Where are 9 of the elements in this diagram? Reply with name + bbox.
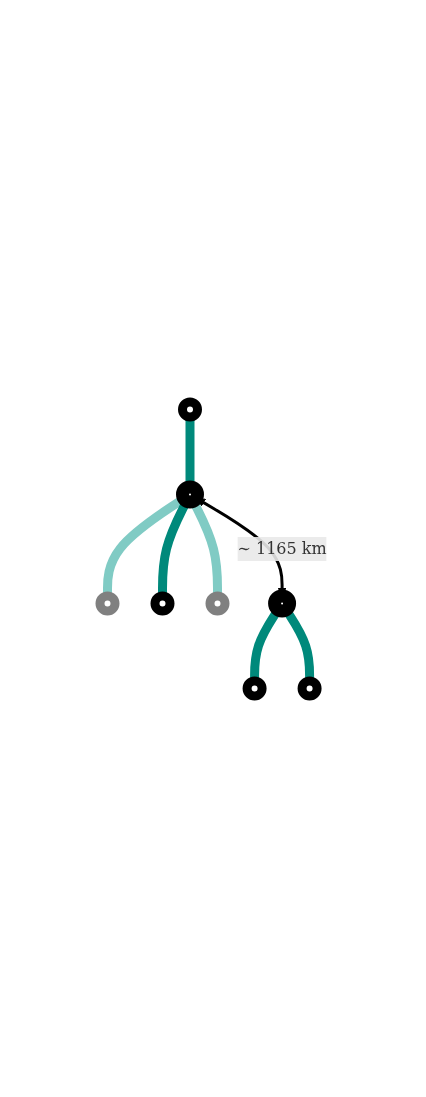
node-circle — [205, 591, 230, 615]
node-circle — [267, 589, 296, 617]
node-circle — [95, 591, 120, 615]
node-circle — [150, 591, 175, 615]
node-circle — [177, 397, 202, 421]
edge-label: ∼ 1165 km — [237, 538, 327, 558]
node-circle — [297, 676, 322, 700]
node-circle — [175, 480, 204, 508]
node-circle — [242, 676, 267, 700]
